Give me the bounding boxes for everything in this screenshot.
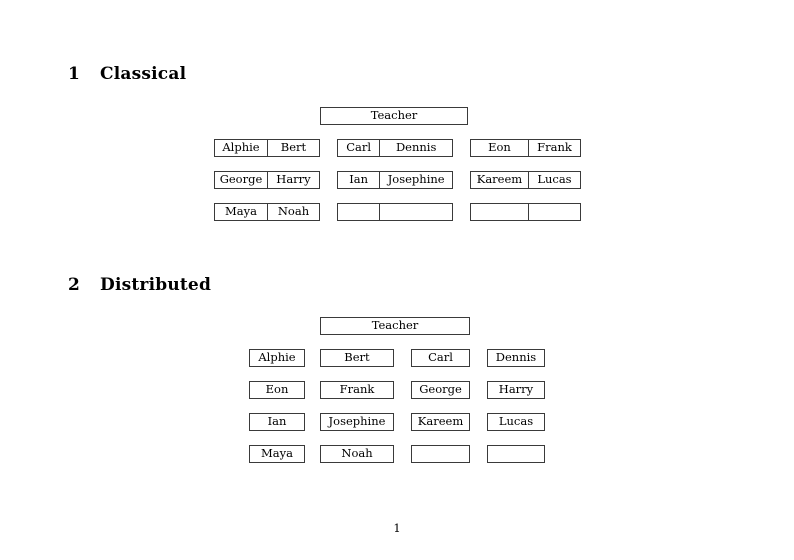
student-box: Lucas <box>487 413 545 431</box>
student-box: Alphie <box>249 349 305 367</box>
student-cell: Frank <box>527 140 580 156</box>
student-table-group-2-row-3 <box>337 203 453 221</box>
student-box-empty <box>411 445 470 463</box>
student-box: Kareem <box>411 413 470 431</box>
student-cell-empty <box>471 204 528 220</box>
student-table-group-2-row-1: Carl Dennis <box>337 139 453 157</box>
student-cell-empty <box>338 204 379 220</box>
student-cell: Noah <box>266 204 319 220</box>
student-table-group-3-row-2: Kareem Lucas <box>470 171 581 189</box>
student-box: Dennis <box>487 349 545 367</box>
section-title: Distributed <box>100 275 212 295</box>
section-heading-distributed: 2 Distributed <box>68 275 211 295</box>
student-table-group-1-row-1: Alphie Bert <box>214 139 320 157</box>
section-heading-classical: 1 Classical <box>68 64 186 84</box>
student-box: Josephine <box>320 413 394 431</box>
student-cell-empty <box>379 204 452 220</box>
student-cell: Ian <box>349 172 369 187</box>
section-number: 2 <box>68 275 81 295</box>
student-cell: George <box>219 172 263 187</box>
student-box: Carl <box>411 349 470 367</box>
student-cell: Harry <box>266 172 319 188</box>
student-table-group-3-row-3 <box>470 203 581 221</box>
teacher-box-classical: Teacher <box>320 107 468 125</box>
student-box: Bert <box>320 349 394 367</box>
student-box: Maya <box>249 445 305 463</box>
student-table-group-3-row-1: Eon Frank <box>470 139 581 157</box>
page-number: 1 <box>393 521 401 535</box>
student-box: Frank <box>320 381 394 399</box>
student-box: Noah <box>320 445 394 463</box>
student-table-group-1-row-2: George Harry <box>214 171 320 189</box>
student-cell: Dennis <box>379 140 452 156</box>
student-box: George <box>411 381 470 399</box>
student-cell-empty <box>527 204 580 220</box>
student-box-empty <box>487 445 545 463</box>
student-cell: Eon <box>488 140 511 155</box>
student-cell: Carl <box>346 140 372 155</box>
teacher-label: Teacher <box>370 108 418 123</box>
student-cell: Kareem <box>476 172 523 187</box>
teacher-box-distributed: Teacher <box>320 317 470 335</box>
student-box: Eon <box>249 381 305 399</box>
teacher-label: Teacher <box>371 318 419 333</box>
student-cell: Maya <box>225 204 257 219</box>
section-title: Classical <box>100 64 187 84</box>
section-number: 1 <box>68 64 81 84</box>
student-cell: Bert <box>266 140 319 156</box>
student-table-group-2-row-2: Ian Josephine <box>337 171 453 189</box>
student-cell: Lucas <box>527 172 580 188</box>
student-table-group-1-row-3: Maya Noah <box>214 203 320 221</box>
student-box: Harry <box>487 381 545 399</box>
student-cell: Alphie <box>222 140 260 155</box>
student-box: Ian <box>249 413 305 431</box>
student-cell: Josephine <box>379 172 452 188</box>
